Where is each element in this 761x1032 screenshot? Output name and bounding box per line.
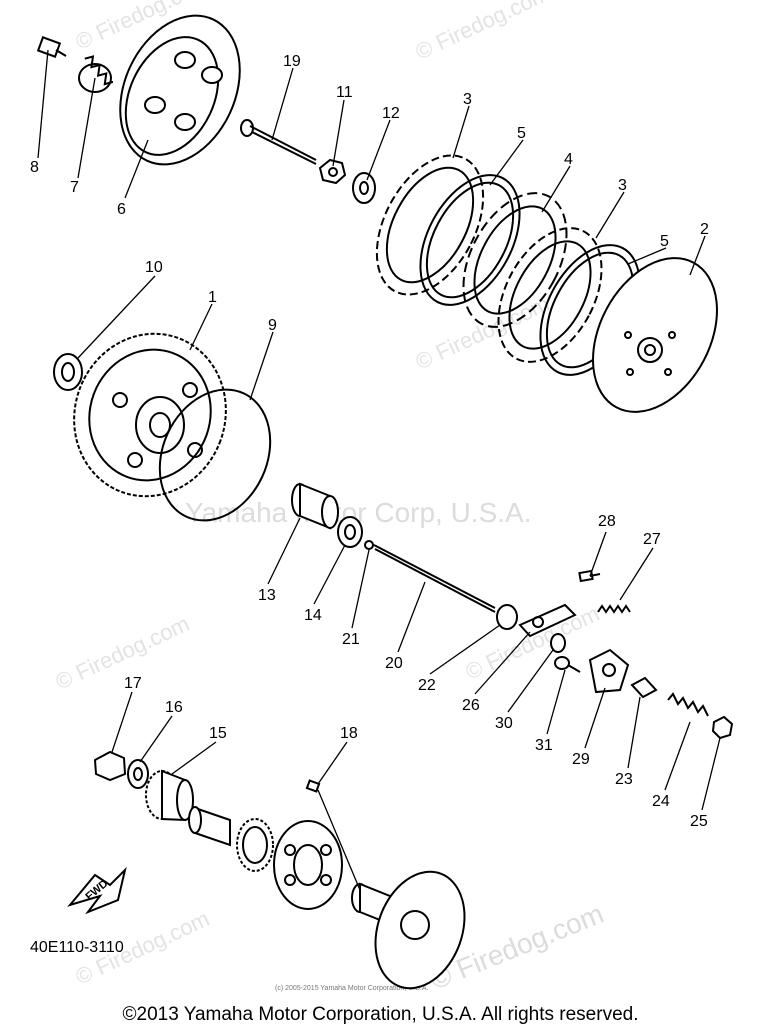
fine-print: (c) 2005-2015 Yamaha Motor Corporation, … — [275, 985, 428, 992]
callout-10: 10 — [145, 259, 163, 276]
callout-1: 1 — [208, 289, 217, 306]
callout-24: 24 — [652, 793, 670, 810]
callout-labels: 8 7 6 19 11 12 3 5 4 3 5 2 10 1 9 13 14 … — [30, 53, 709, 956]
drawing-code: 40E110-3110 — [30, 939, 124, 956]
part-6-pressure-plate — [119, 14, 241, 166]
part-21-ball — [364, 540, 374, 550]
part-20-push-rod — [373, 544, 496, 613]
callout-12: 12 — [382, 105, 400, 122]
part-needle-bearing — [236, 818, 274, 872]
callout-6: 6 — [117, 201, 126, 218]
watermark-brand: © Firedog.com — [462, 601, 604, 685]
watermark-brand: © Firedog.com — [412, 0, 554, 65]
callout-20: 20 — [385, 655, 403, 672]
callout-15: 15 — [209, 725, 227, 742]
part-8-bolt — [36, 36, 67, 58]
part-16-washer — [127, 759, 149, 789]
part-26-push-lever — [518, 603, 577, 638]
part-collar — [188, 806, 231, 847]
part-29-adjuster-housing — [588, 648, 630, 694]
part-4-wave-plate — [462, 192, 568, 328]
callout-18: 18 — [340, 725, 358, 742]
leader-lines — [37, 49, 721, 891]
part-18-key — [305, 779, 321, 793]
part-drawings: FWD — [36, 14, 734, 990]
callout-13: 13 — [258, 587, 276, 604]
part-15-primary-drive-gear — [145, 769, 194, 822]
part-1-clutch-housing — [73, 332, 227, 498]
part-9-o-ring — [158, 388, 272, 522]
watermark-brand: © Firedog.com — [52, 611, 194, 695]
callout-27: 27 — [643, 531, 661, 548]
callout-25: 25 — [690, 813, 708, 830]
callout-11: 11 — [336, 84, 353, 101]
part-28-screw — [578, 569, 601, 583]
part-23-adjuster — [630, 676, 658, 699]
callout-26: 26 — [462, 697, 480, 714]
part-5-clutch-plate — [419, 174, 521, 306]
fwd-arrow-icon: FWD — [67, 866, 127, 915]
part-17-nut — [93, 750, 127, 782]
callout-22: 22 — [418, 677, 436, 694]
part-2-clutch-boss — [592, 257, 718, 413]
callout-19: 19 — [283, 53, 301, 70]
callout-3: 3 — [463, 91, 472, 108]
callout-2: 2 — [700, 221, 709, 238]
part-3-friction-plate — [375, 154, 485, 296]
part-24-adjust-screw — [667, 692, 709, 717]
callout-3: 3 — [618, 177, 627, 194]
callout-30: 30 — [495, 715, 513, 732]
part-27-spring — [597, 604, 631, 614]
callout-29: 29 — [572, 751, 590, 768]
part-22-bushing — [496, 604, 518, 630]
part-10-thrust-washer — [53, 353, 83, 391]
part-25-nut — [711, 715, 734, 740]
part-19-push-rod — [240, 119, 317, 165]
callout-17: 17 — [124, 675, 142, 692]
part-11-nut — [318, 158, 347, 185]
callout-16: 16 — [165, 699, 183, 716]
callout-14: 14 — [304, 607, 322, 624]
callout-5: 5 — [660, 233, 669, 250]
part-3-friction-plate — [497, 227, 603, 363]
copyright-footer: ©2013 Yamaha Motor Corporation, U.S.A. A… — [122, 1004, 639, 1025]
part-13-bushing — [291, 482, 339, 530]
part-ball-bearing — [273, 820, 343, 910]
callout-31: 31 — [535, 737, 553, 754]
part-12-washer — [352, 172, 376, 204]
part-7-spring — [78, 55, 114, 93]
callout-21: 21 — [342, 631, 360, 648]
part-31-screw — [554, 656, 581, 673]
part-14-washer — [337, 516, 363, 548]
part-30-washer — [550, 633, 566, 653]
callout-8: 8 — [30, 159, 39, 176]
callout-28: 28 — [598, 513, 616, 530]
callout-23: 23 — [615, 771, 633, 788]
callout-5: 5 — [517, 125, 526, 142]
part-crank-plate — [351, 870, 466, 990]
callout-7: 7 — [70, 179, 79, 196]
callout-4: 4 — [564, 151, 573, 168]
callout-9: 9 — [268, 317, 277, 334]
